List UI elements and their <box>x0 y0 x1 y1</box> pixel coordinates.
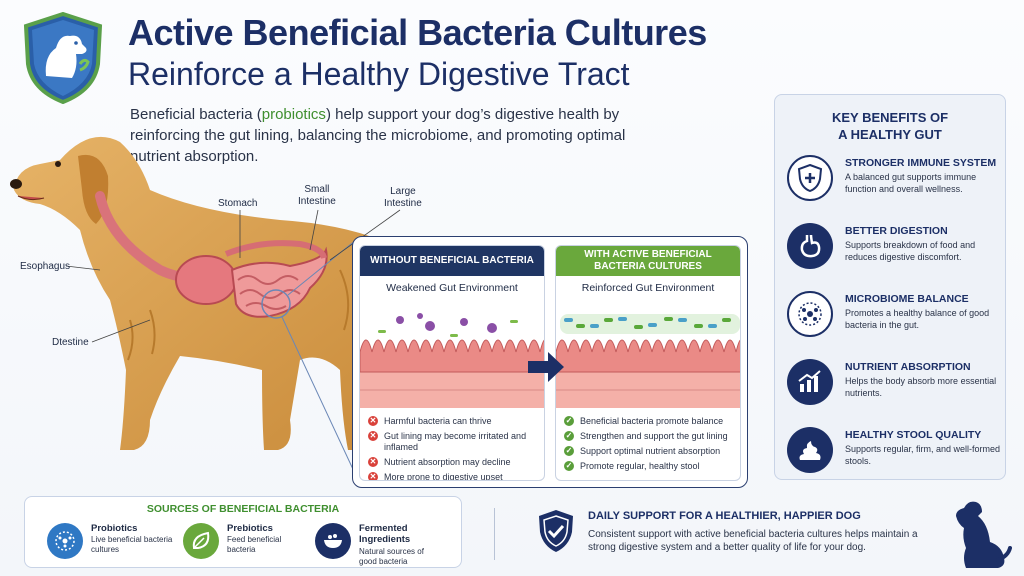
sources-panel: SOURCES OF BENEFICIAL BACTERIA Probiotic… <box>24 496 462 568</box>
x-icon: ✕ <box>368 416 378 426</box>
without-card-header: WITHOUT BENEFICIAL BACTERIA <box>360 246 544 276</box>
check-icon: ✓ <box>564 416 574 426</box>
page-title: Active Beneficial Bacteria Cultures <box>128 12 707 53</box>
daily-support-title: DAILY SUPPORT FOR A HEALTHIER, HAPPIER D… <box>588 510 861 522</box>
check-icon: ✓ <box>564 461 574 471</box>
list-item: ✕Nutrient absorption may decline <box>368 457 511 467</box>
sources-title: SOURCES OF BENEFICIAL BACTERIA <box>146 503 340 515</box>
probiotics-highlight: probiotics <box>261 106 326 123</box>
shield-check-icon <box>539 510 573 552</box>
benefit-item: HEALTHY STOOL QUALITY Supports regular, … <box>787 427 1003 487</box>
intro-text: Beneficial bacteria (probiotics) help su… <box>130 106 626 165</box>
list-item: ✓Beneficial bacteria promote balance <box>564 416 724 426</box>
check-icon: ✓ <box>564 446 574 456</box>
divider <box>494 508 495 560</box>
intestine-label: Dtestine <box>52 337 89 348</box>
stomach-label: Stomach <box>218 198 258 209</box>
gut-comparison-panel: WITHOUT BENEFICIAL BACTERIA Weakened Gut… <box>352 236 748 488</box>
list-item: ✕Harmful bacteria can thrive <box>368 416 492 426</box>
shield-plus-icon <box>787 155 833 201</box>
sitting-dog-icon <box>956 501 1012 568</box>
growth-chart-icon <box>787 359 833 405</box>
leaf-icon <box>183 523 219 559</box>
list-item: ✓Strengthen and support the gut lining <box>564 431 728 441</box>
reinforced-gut-illustration <box>556 314 740 408</box>
arrow-right-icon <box>528 352 564 382</box>
source-item: Fermented Ingredients Natural sources of… <box>315 521 455 566</box>
without-card-subtitle: Weakened Gut Environment <box>386 282 518 294</box>
stool-icon <box>787 427 833 473</box>
stomach-icon <box>787 223 833 269</box>
microbe-icon <box>787 291 833 337</box>
with-card-subtitle: Reinforced Gut Environment <box>581 282 715 294</box>
benefit-item: STRONGER IMMUNE SYSTEM A balanced gut su… <box>787 155 1003 215</box>
weakened-gut-illustration <box>360 313 544 408</box>
shield-dog-logo <box>23 12 103 104</box>
benefit-item: BETTER DIGESTION Supports breakdown of f… <box>787 223 1003 283</box>
page-subtitle: Reinforce a Healthy Digestive Tract <box>128 56 630 92</box>
check-icon: ✓ <box>564 431 574 441</box>
without-bacteria-card: WITHOUT BENEFICIAL BACTERIA Weakened Gut… <box>359 245 545 481</box>
list-item: ✓Support optimal nutrient absorption <box>564 446 721 456</box>
with-list: ✓Beneficial bacteria promote balance ✓St… <box>564 416 740 476</box>
list-item: ✕Gut lining may become irritated and inf… <box>368 431 527 452</box>
probiotic-icon <box>47 523 83 559</box>
golden-retriever-illustration <box>10 136 412 480</box>
with-bacteria-card: WITH ACTIVE BENEFICIAL BACTERIA CULTURES… <box>555 245 741 481</box>
x-icon: ✕ <box>368 457 378 467</box>
without-list: ✕Harmful bacteria can thrive ✕Gut lining… <box>368 416 544 481</box>
benefit-item: NUTRIENT ABSORPTION Helps the body absor… <box>787 359 1003 419</box>
daily-support-text: Consistent support with active beneficia… <box>588 529 918 553</box>
esophagus-label: Esophagus <box>20 261 71 272</box>
list-item: ✕More prone to digestive upset <box>368 472 503 481</box>
x-icon: ✕ <box>368 472 378 481</box>
bowl-icon <box>315 523 351 559</box>
source-item: Prebiotics Feed beneficial bacteria <box>183 521 303 565</box>
x-icon: ✕ <box>368 431 378 441</box>
benefit-item: MICROBIOME BALANCE Promotes a healthy ba… <box>787 291 1003 351</box>
source-item: Probiotics Live beneficial bacteria cult… <box>47 521 177 565</box>
list-item: ✓Promote regular, healthy stool <box>564 461 700 471</box>
with-card-header: WITH ACTIVE BENEFICIAL BACTERIA CULTURES <box>556 246 740 276</box>
